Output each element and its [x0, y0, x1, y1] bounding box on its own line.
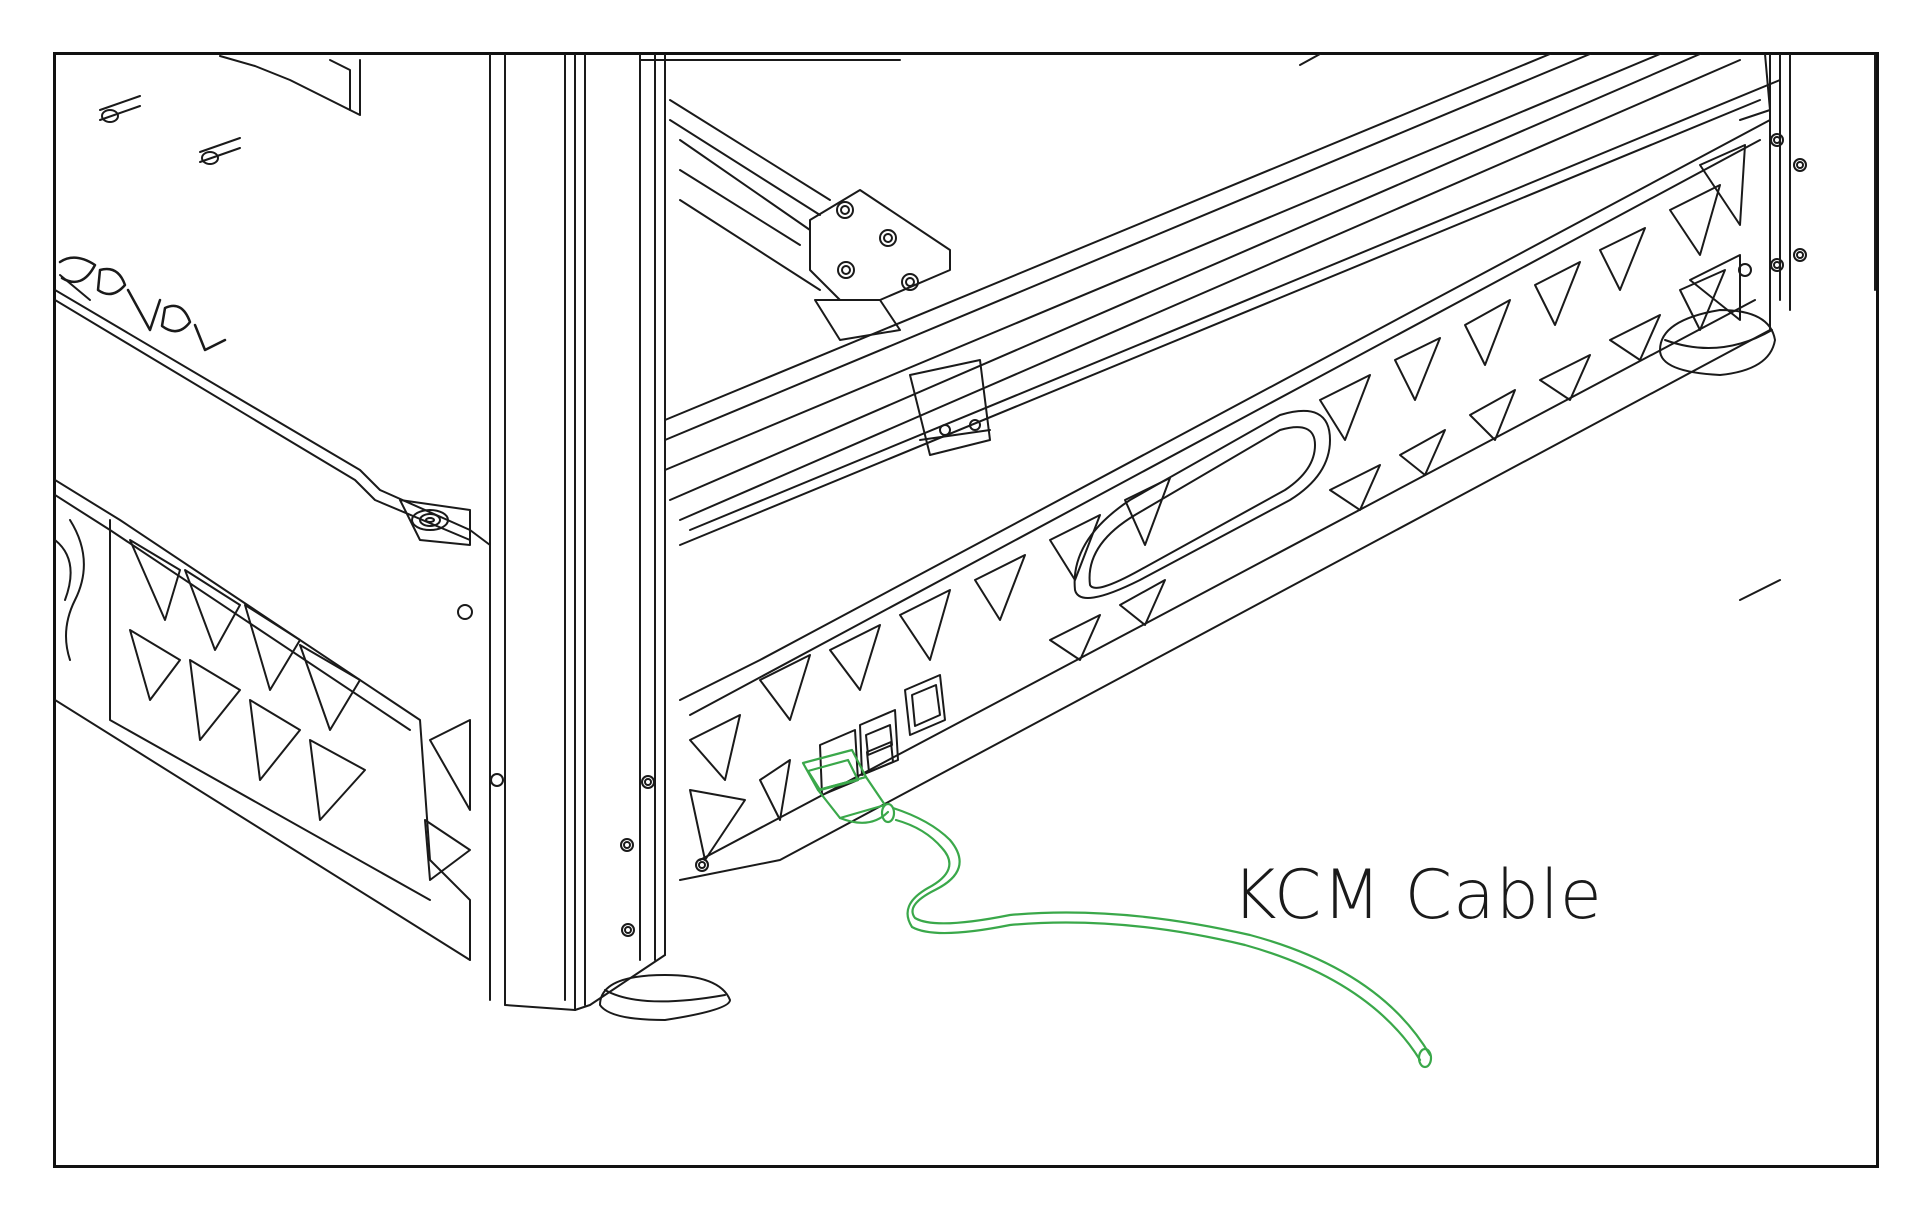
callout-label: KCM Cable [1232, 856, 1603, 935]
diagram-frame [53, 52, 1879, 1168]
rear-vertical-post [1738, 54, 1876, 331]
kcm-cable-icon [801, 748, 1433, 1069]
ethernet-port [904, 674, 946, 736]
covol-brand-mark [58, 256, 227, 352]
carriage-plate [809, 189, 991, 456]
left-base-lattice [55, 479, 504, 961]
gantry-rails [639, 54, 1781, 546]
front-vertical-extrusion [489, 54, 709, 1011]
usb-ports [819, 709, 899, 796]
front-foot [599, 974, 731, 1021]
right-side-panel-lattice [679, 54, 1781, 881]
left-bed-plate [55, 55, 491, 620]
